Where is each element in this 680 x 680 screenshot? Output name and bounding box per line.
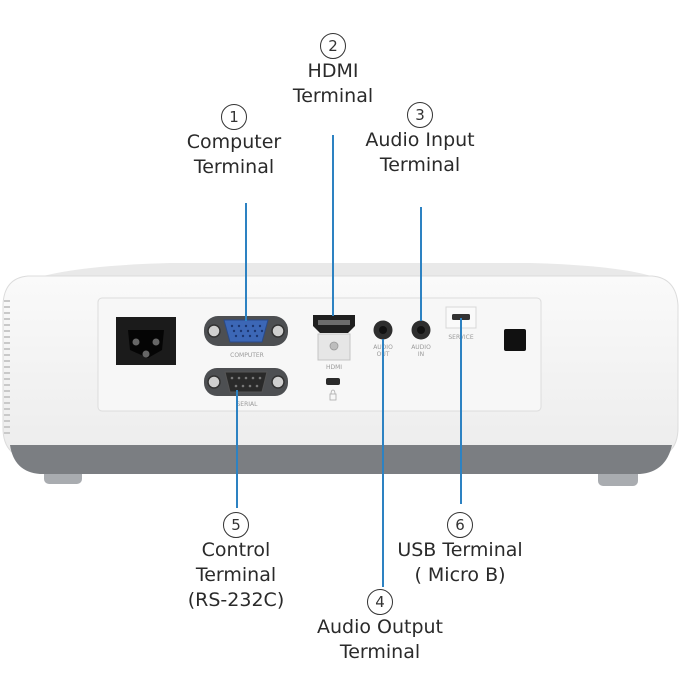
projector-bottom-strip xyxy=(10,445,672,474)
power-inlet xyxy=(116,317,176,365)
serial-port-label: SERIAL xyxy=(236,401,258,408)
leader-line-control xyxy=(236,390,238,508)
audio-in-jack xyxy=(411,320,431,340)
usb-service-port xyxy=(445,306,477,329)
callout-number-control: 5 xyxy=(223,512,249,538)
callout-number-usb: 6 xyxy=(447,512,473,538)
computer-port xyxy=(204,316,288,346)
computer-port-label: COMPUTER xyxy=(230,352,264,359)
side-vent-left xyxy=(4,300,10,434)
callout-hdmi: 2 HDMI Terminal xyxy=(253,33,413,109)
leader-line-audio-output xyxy=(382,339,384,587)
hdmi-port xyxy=(313,315,355,361)
callout-label-usb: USB Terminal ( Micro B) xyxy=(397,539,523,586)
callout-number-audio-input: 3 xyxy=(407,102,433,128)
callout-usb: 6 USB Terminal ( Micro B) xyxy=(380,512,540,588)
hdmi-port-label: HDMI xyxy=(325,364,343,371)
leader-line-usb xyxy=(460,318,462,504)
callout-label-control: Control Terminal (RS-232C) xyxy=(187,539,285,611)
serial-port xyxy=(204,368,288,396)
callout-number-hdmi: 2 xyxy=(320,33,346,59)
leader-line-audio-input xyxy=(420,207,422,321)
callout-label-audio-output: Audio Output Terminal xyxy=(316,616,444,663)
leader-line-computer xyxy=(245,203,247,321)
callout-label-computer: Computer Terminal xyxy=(186,131,282,178)
callout-number-audio-output: 4 xyxy=(367,589,393,615)
audio-out-jack xyxy=(373,320,393,340)
ir-sensor-icon xyxy=(504,329,526,351)
kensington-lock xyxy=(326,378,340,401)
audio-in-port-label: AUDIO IN xyxy=(411,344,431,358)
callout-control: 5 Control Terminal (RS-232C) xyxy=(156,512,316,613)
callout-label-audio-input: Audio Input Terminal xyxy=(365,129,475,176)
callout-audio-output: 4 Audio Output Terminal xyxy=(295,589,465,665)
callout-computer: 1 Computer Terminal xyxy=(154,104,314,180)
leader-line-hdmi xyxy=(332,135,334,316)
callout-number-computer: 1 xyxy=(221,104,247,130)
callout-audio-input: 3 Audio Input Terminal xyxy=(340,102,500,178)
callout-label-hdmi: HDMI Terminal xyxy=(292,60,374,107)
